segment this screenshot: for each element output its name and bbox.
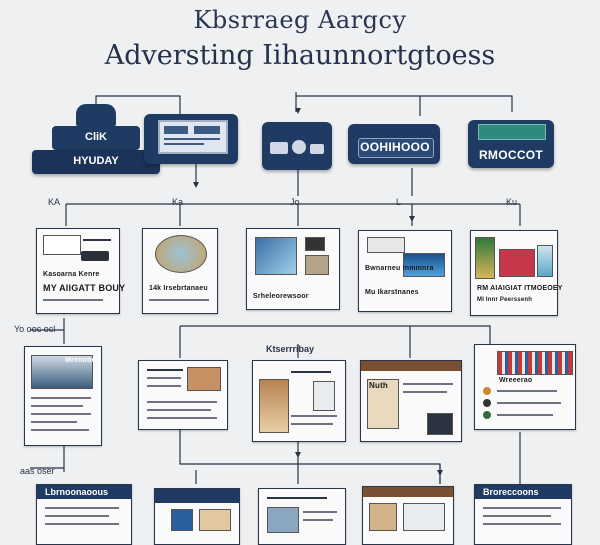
- card-thumbnail: [43, 235, 81, 255]
- device-icon: [310, 144, 324, 154]
- card-thumbnail: [305, 255, 329, 275]
- connector-label: Ka: [172, 197, 184, 207]
- row-title: Ktserrribay: [266, 344, 315, 354]
- banner-image: [478, 124, 546, 140]
- monitor-screen: [158, 120, 228, 154]
- content-card[interactable]: Nuth: [360, 360, 462, 442]
- bullet-icon: [483, 411, 491, 419]
- card-header: Lbrnoonaoous: [37, 485, 131, 499]
- top-panel-text: RMOCCOT: [478, 148, 544, 162]
- card-caption: Kasoarna Kenre: [43, 271, 100, 278]
- card-thumbnail: [537, 245, 553, 277]
- content-card[interactable]: Bwnarneu Inmmnra Mu Ikarstnanes: [358, 230, 452, 312]
- card-caption: Bwnarneu Inmmnra: [365, 265, 434, 272]
- connector-label: Ku: [506, 197, 518, 207]
- card-thumbnail: [475, 237, 495, 279]
- card-caption: Srheleorewsoor: [253, 293, 309, 300]
- bullet-icon: [483, 399, 491, 407]
- content-card[interactable]: Mrenooo: [24, 346, 102, 446]
- content-card[interactable]: RM AIAIGIAT ITMOEOEY Ml Innr Peerssenh: [470, 230, 562, 316]
- card-thumbnail: [305, 237, 325, 251]
- top-panel-devices[interactable]: [262, 122, 332, 170]
- device-icon: [270, 142, 288, 154]
- card-thumbnail: [267, 507, 299, 533]
- card-thumbnail: [403, 253, 445, 277]
- card-thumbnail: [199, 509, 231, 531]
- side-label: aas oser: [20, 466, 55, 476]
- pyramid-tier-2[interactable]: HYUDAY: [32, 150, 160, 174]
- top-panel-text: OOHIHOOO: [360, 140, 430, 154]
- diagram-title: Adversting Iihaunnortgtoess: [104, 40, 496, 71]
- content-card[interactable]: Broreccoons: [474, 484, 572, 545]
- card-thumbnail: [255, 237, 297, 275]
- card-thumbnail: [369, 503, 397, 531]
- card-caption: Nuth: [369, 381, 389, 390]
- connector-label: L: [396, 197, 402, 207]
- card-thumbnail: [499, 249, 535, 277]
- connector-label: KA: [48, 197, 61, 207]
- card-caption: Wreeerao: [499, 377, 533, 384]
- pyramid-cap: [76, 104, 116, 126]
- device-icon: [292, 140, 306, 154]
- card-caption: Ml Innr Peerssenh: [477, 297, 533, 303]
- card-thumbnail: [497, 351, 573, 375]
- card-thumbnail: [31, 355, 93, 389]
- card-caption: Mu Ikarstnanes: [365, 289, 419, 296]
- content-card[interactable]: Kasoarna Kenre MY AIIGATT BOUY: [36, 228, 125, 314]
- connector-label: Jo: [290, 197, 300, 207]
- card-caption: Mrenooo: [65, 357, 96, 364]
- bullet-icon: [483, 387, 491, 395]
- card-thumbnail: [313, 381, 335, 411]
- card-thumbnail: [155, 235, 207, 273]
- content-card[interactable]: [258, 488, 346, 545]
- content-card[interactable]: Wreeerao: [474, 344, 576, 430]
- content-card[interactable]: 14k Irsebrtanaeu: [142, 228, 218, 314]
- card-thumbnail: [171, 509, 193, 531]
- content-card[interactable]: [252, 360, 346, 442]
- side-label: Yo ooc ocl: [14, 324, 56, 334]
- top-panel-monitor[interactable]: [144, 114, 238, 164]
- content-card[interactable]: Srheleorewsoor: [246, 228, 340, 310]
- card-caption: MY AIIGATT BOUY: [43, 283, 126, 293]
- pyramid-label-2: HYUDAY: [73, 155, 119, 167]
- card-thumbnail: [259, 379, 289, 433]
- pyramid-label-1: CliK: [85, 131, 107, 143]
- card-caption: RM AIAIGIAT ITMOEOEY: [477, 285, 563, 292]
- card-header: Broreccoons: [475, 485, 571, 499]
- card-thumbnail: [427, 413, 453, 435]
- content-card[interactable]: [138, 360, 228, 430]
- card-thumbnail: [367, 379, 399, 429]
- content-card[interactable]: Lbrnoonaoous: [36, 484, 132, 545]
- content-card[interactable]: [154, 488, 240, 545]
- top-panel-remote[interactable]: RMOCCOT: [468, 120, 554, 168]
- card-header: [155, 489, 239, 503]
- card-thumbnail: [403, 503, 445, 531]
- card-thumbnail: [367, 237, 405, 253]
- content-card[interactable]: [362, 486, 454, 545]
- card-thumbnail: [187, 367, 221, 391]
- pyramid-tier-1[interactable]: CliK: [52, 126, 140, 150]
- card-caption: 14k Irsebrtanaeu: [149, 285, 208, 292]
- diagram-subtitle: Kbsrraeg Aargcy: [193, 6, 407, 34]
- top-panel-label[interactable]: OOHIHOOO: [348, 124, 440, 164]
